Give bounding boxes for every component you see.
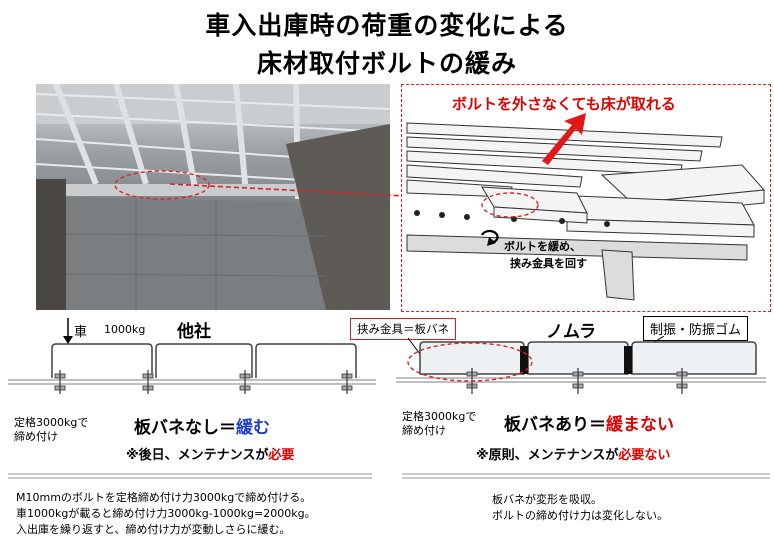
nomura-note-prefix: ※原則、メンテナンスが: [476, 448, 619, 463]
inset-note-line-2: 挟み金具を回す: [510, 257, 587, 270]
bottom-rails: [8, 473, 770, 479]
detail-inset: ボルトを外さなくても床が取れる ボルトを緩め、 挟み金具を回す: [401, 84, 771, 312]
nomura-floor-diagram: [396, 336, 766, 394]
parking-floor-photo: [36, 84, 390, 310]
title-line-2: 床材取付ボルトの緩み: [256, 49, 517, 78]
nomura-desc-line-1: 板バネが変形を吸収。: [492, 493, 602, 506]
inset-headline: ボルトを外さなくても床が取れる: [452, 95, 676, 113]
company-other: 他社: [177, 322, 211, 342]
other-rated-line-1: 定格3000kgで: [14, 416, 89, 429]
car-label: 車: [74, 325, 88, 340]
nomura-note-emphasis: 必要ない: [618, 448, 671, 463]
title-line-1: 車入出庫時の荷重の変化による: [205, 11, 569, 40]
other-note-prefix: ※後日、メンテナンスが: [126, 448, 269, 463]
other-rated-line-2: 締め付け: [14, 430, 58, 443]
company-nomura: ノムラ: [546, 322, 597, 342]
nomura-rated-line-2: 締め付け: [402, 424, 446, 437]
rubber-left: [520, 346, 528, 374]
nomura-note: ※原則、メンテナンスが必要ない: [476, 444, 670, 463]
nomura-result-emphasis: 緩まない: [606, 415, 674, 435]
nomura-description: 板バネが変形を吸収。 ボルトの締め付け力は変化しない。: [492, 492, 668, 524]
photo-illustration: [36, 84, 390, 310]
nomura-rated-line-1: 定格3000kgで: [402, 410, 477, 423]
load-arrow-icon: [63, 318, 73, 344]
inset-note-line-1: ボルトを緩め、: [504, 240, 581, 253]
nomura-result: 板バネあり＝緩まない: [504, 410, 674, 435]
other-desc-line-2: 車1000kgが載ると締め付け力3000kg-1000kg=2000kg。: [16, 507, 316, 520]
clamp-spring-label: 挟み金具＝板バネ: [350, 318, 456, 340]
nomura-desc-line-2: ボルトの締め付け力は変化しない。: [492, 509, 668, 522]
rubber-right: [624, 346, 632, 374]
other-note: ※後日、メンテナンスが必要: [126, 444, 294, 463]
floor-panel-illustration: [406, 113, 766, 301]
other-desc-line-3: 入出庫を繰り返すと、締め付け力が変動しさらに緩む。: [16, 523, 291, 536]
other-floor-diagram: [8, 343, 376, 394]
other-result-prefix: 板バネなし＝: [134, 418, 236, 438]
other-note-emphasis: 必要: [268, 448, 295, 463]
nomura-result-prefix: 板バネあり＝: [504, 415, 606, 435]
other-desc-line-1: M10mmのボルトを定格締め付け力3000kgで締め付ける。: [16, 491, 312, 504]
other-result-emphasis: 緩む: [236, 418, 270, 438]
other-description: M10mmのボルトを定格締め付け力3000kgで締め付ける。 車1000kgが載…: [16, 490, 316, 538]
load-label: 1000kg: [104, 323, 146, 336]
damping-rubber-label: 制振・防振ゴム: [643, 316, 749, 341]
other-result: 板バネなし＝緩む: [134, 413, 270, 438]
